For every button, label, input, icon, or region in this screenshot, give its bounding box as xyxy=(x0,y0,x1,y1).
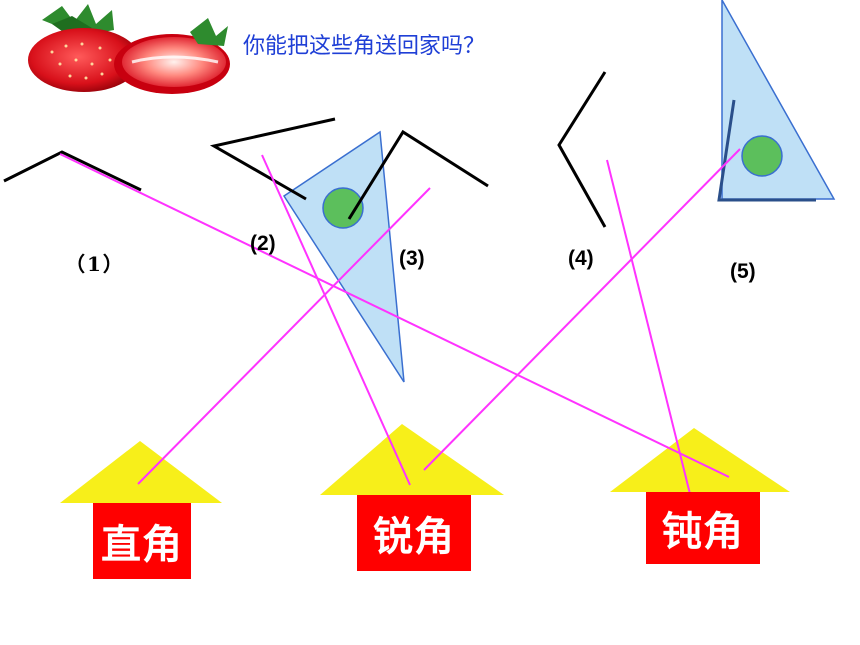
house-obtuse-angle[interactable]: 钝角 xyxy=(646,492,760,564)
page-title: 你能把这些角送回家吗？ xyxy=(243,34,486,59)
connector-angle-1 xyxy=(59,153,730,478)
angle-label-3: (3) xyxy=(399,247,425,270)
angle-1 xyxy=(3,150,142,192)
house-roof-3 xyxy=(610,428,790,492)
angle-5 xyxy=(717,99,816,202)
angle-label-1: （1） xyxy=(65,252,125,276)
house-right-angle[interactable]: 直角 xyxy=(93,503,191,579)
connector-angle-2 xyxy=(261,154,411,486)
angle-4 xyxy=(557,71,607,228)
triangle-ruler-right xyxy=(721,0,836,200)
angle-3 xyxy=(347,129,489,220)
house-roof-2 xyxy=(320,424,504,495)
triangle-ruler-left xyxy=(282,130,405,383)
angle-label-2: (2) xyxy=(250,232,276,255)
connector-angle-5 xyxy=(423,148,741,471)
connector-angle-3 xyxy=(137,187,431,485)
angle-label-5: (5) xyxy=(730,260,756,283)
angle-2 xyxy=(209,117,336,201)
connector-angle-4 xyxy=(606,159,691,495)
house-acute-angle[interactable]: 锐角 xyxy=(357,495,471,571)
strawberry-icon xyxy=(28,4,230,94)
house-roof-1 xyxy=(60,441,222,503)
angle-label-4: (4) xyxy=(568,247,594,270)
